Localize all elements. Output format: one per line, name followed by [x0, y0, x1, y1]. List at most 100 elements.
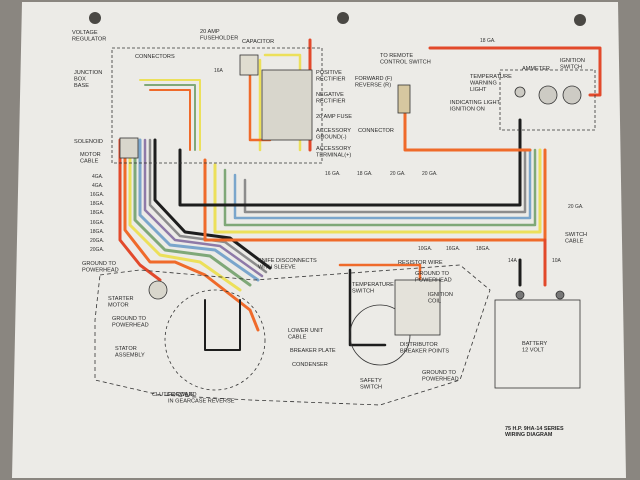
ignition-switch-gauge — [562, 85, 582, 105]
control-panel — [499, 69, 596, 131]
label-clutch-coils: CLUTCH COILS — [152, 392, 193, 398]
wire-black-main — [153, 138, 272, 270]
label-ammeter: AMMETER — [522, 66, 550, 72]
wire-red-main — [118, 138, 162, 282]
label-16ga-left-b: 16GA. — [90, 220, 104, 226]
wire-black-run — [178, 118, 522, 207]
label-20ga-run-b: 20 GA. — [422, 171, 438, 177]
label-16ga-run: 16 GA. — [325, 171, 341, 177]
wire-gray-main — [148, 138, 268, 274]
label-16a: 16A — [214, 68, 224, 74]
wire-blue-main — [138, 138, 260, 282]
label-16ga-left: 16GA. — [90, 192, 104, 198]
fuse-holder — [239, 54, 259, 76]
label-20-amp-fuse: 20 AMP FUSE — [316, 114, 352, 120]
battery-terminal-neg — [515, 290, 525, 300]
label-capacitor: CAPACITOR — [242, 39, 274, 45]
punch-hole — [574, 14, 586, 26]
ammeter-gauge — [538, 85, 558, 105]
wire-yellow-main — [128, 138, 242, 292]
rectifier-block — [261, 69, 313, 141]
wire-black-stator — [204, 299, 241, 351]
label-18ga-left-c: 18GA. — [90, 229, 104, 235]
label-resistor-wire: RESISTOR WIRE — [398, 260, 443, 266]
ignition-coil-body — [394, 279, 441, 336]
connector-plug — [397, 84, 411, 114]
powerhead-outline — [94, 264, 491, 406]
label-connector: CONNECTOR — [358, 128, 394, 134]
label-18ga-bottom: 18GA. — [476, 246, 490, 252]
label-18ga-left: 18GA. — [90, 201, 104, 207]
label-solenoid: SOLENOID — [74, 139, 103, 145]
wire-yellow-run — [213, 148, 542, 234]
label-forward-reverse: FORWARD (F)REVERSE (R) — [355, 76, 392, 88]
junction-box — [111, 47, 323, 164]
wire-orange-connector — [403, 108, 532, 152]
label-breaker-plate: BREAKER PLATE — [290, 348, 336, 354]
wire-blue-run — [233, 148, 532, 220]
label-condenser: CONDENSER — [292, 362, 328, 368]
label-18ga-left-b: 18GA. — [90, 210, 104, 216]
label-connectors: CONNECTORS — [135, 54, 175, 60]
label-18ga-top: 18 GA. — [480, 38, 496, 44]
label-4ga-a: 4GA. — [92, 174, 103, 180]
label-4ga-b: 4GA. — [92, 183, 103, 189]
wire-black-coil — [348, 268, 387, 347]
wire-orange-left — [149, 89, 191, 151]
starter-motor-gear — [148, 280, 168, 300]
wire-purple-main — [143, 138, 264, 278]
wire-green-main — [133, 138, 252, 287]
wire-green-run — [223, 148, 537, 227]
punch-hole — [337, 12, 349, 24]
label-battery-ga-b: 10A — [552, 258, 562, 264]
temperature-light — [514, 86, 526, 98]
wire-gray-run — [243, 148, 527, 214]
wire-yellow-left — [139, 79, 201, 151]
flywheel-outline — [164, 289, 266, 391]
label-16ga-bottom: 16GA. — [446, 246, 460, 252]
label-18ga-run: 18 GA. — [357, 171, 373, 177]
label-20ga-run-a: 20 GA. — [390, 171, 406, 177]
label-20ga-left: 20GA. — [90, 238, 104, 244]
wire-orange-main — [123, 138, 260, 332]
components — [94, 47, 596, 406]
label-10ga-bottom: 10GA. — [418, 246, 432, 252]
battery-box — [494, 299, 581, 389]
punch-hole — [89, 12, 101, 24]
solenoid-body — [119, 137, 139, 159]
battery-terminal-pos — [555, 290, 565, 300]
label-20ga-left-b: 20GA. — [90, 247, 104, 253]
label-20ga-side: 20 GA. — [568, 204, 584, 210]
label-battery-ga-a: 14A — [508, 258, 518, 264]
